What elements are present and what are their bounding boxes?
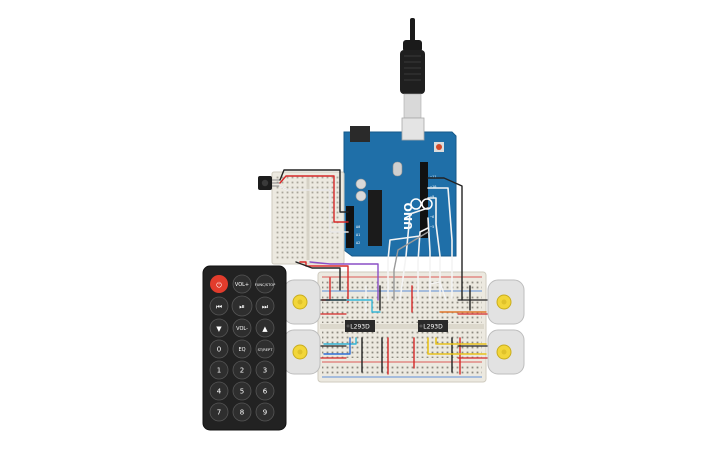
svg-text:~9: ~9 [430,195,434,199]
svg-text:A2: A2 [356,241,360,245]
wires [279,169,491,375]
svg-text:4: 4 [217,388,222,396]
remote-play-pause-button[interactable]: ⏯ [231,295,253,317]
dc-motor-rear-right [487,329,525,375]
svg-text:~10: ~10 [430,185,436,189]
dc-motor-front-right [487,279,525,325]
fast-forward-icon: ⏭ [262,303,269,311]
down-arrow-icon: ▼ [216,325,222,333]
svg-text:A0: A0 [356,225,360,229]
remote-vol-up-button[interactable]: VOL+ [232,274,252,294]
uno-label: UNO [402,203,415,231]
motor-driver-chip-1: L293D [345,320,375,332]
chip-1-label: L293D [350,324,370,331]
arduino-uno-board: UNO ~11 ~10 ~9 ~6 ~5 A0 A1 A2 [343,117,457,257]
remote-digit-6-button[interactable]: 6 [255,381,275,401]
svg-text:~11: ~11 [430,175,436,179]
svg-text:7: 7 [217,409,221,417]
remote-func-stop-button[interactable]: FUNC/STOP [255,274,276,294]
svg-text:0: 0 [217,346,221,354]
svg-text:5: 5 [240,388,244,396]
svg-text:EQ: EQ [238,347,245,353]
svg-text:VOL-: VOL- [236,326,248,332]
svg-text:8: 8 [240,409,244,417]
remote-digit-1-button[interactable]: 1 [209,360,229,380]
ir-remote: ⏻ VOL+ FUNC/STOP ⏮ ⏯ ⏭ ▼ VO [202,265,287,431]
remote-digit-0-button[interactable]: 0 [209,339,229,359]
up-arrow-icon: ▲ [262,325,268,333]
remote-eq-button[interactable]: EQ [232,339,252,359]
remote-up-button[interactable]: ▲ [255,318,275,338]
remote-power-button[interactable]: ⏻ [210,275,228,293]
svg-text:3: 3 [263,367,267,375]
ir-receiver-sensor [258,176,280,190]
power-icon: ⏻ [216,282,222,290]
svg-text:ST/REPT: ST/REPT [258,348,274,352]
mini-breadboard [271,171,345,265]
rewind-icon: ⏮ [216,303,222,311]
dc-motor-front-left [283,279,321,325]
remote-digit-3-button[interactable]: 3 [255,360,275,380]
svg-text:2: 2 [240,367,244,375]
remote-digit-7-button[interactable]: 7 [209,402,229,422]
svg-text:A1: A1 [356,233,360,237]
remote-digit-8-button[interactable]: 8 [232,402,252,422]
svg-text:VOL+: VOL+ [235,282,249,288]
svg-text:1: 1 [217,367,221,375]
svg-text:~5: ~5 [430,225,434,229]
reset-button[interactable] [434,142,444,152]
svg-text:~6: ~6 [430,215,434,219]
dc-motor-rear-left [283,329,321,375]
svg-text:9: 9 [263,409,267,417]
play-pause-icon: ⏯ [239,303,245,311]
chip-2-label: L293D [423,324,443,331]
remote-down-button[interactable]: ▼ [209,318,229,338]
remote-digit-5-button[interactable]: 5 [232,381,252,401]
remote-fast-forward-button[interactable]: ⏭ [255,296,275,316]
svg-text:FUNC/STOP: FUNC/STOP [255,283,276,287]
remote-vol-down-button[interactable]: VOL- [232,318,252,338]
svg-text:6: 6 [263,388,268,396]
remote-digit-9-button[interactable]: 9 [255,402,275,422]
remote-digit-2-button[interactable]: 2 [232,360,252,380]
remote-rewind-button[interactable]: ⏮ [209,296,229,316]
remote-digit-4-button[interactable]: 4 [209,381,229,401]
usb-cable [400,18,425,119]
motor-driver-chip-2: L293D [418,320,448,332]
remote-st-rept-button[interactable]: ST/REPT [255,339,275,359]
